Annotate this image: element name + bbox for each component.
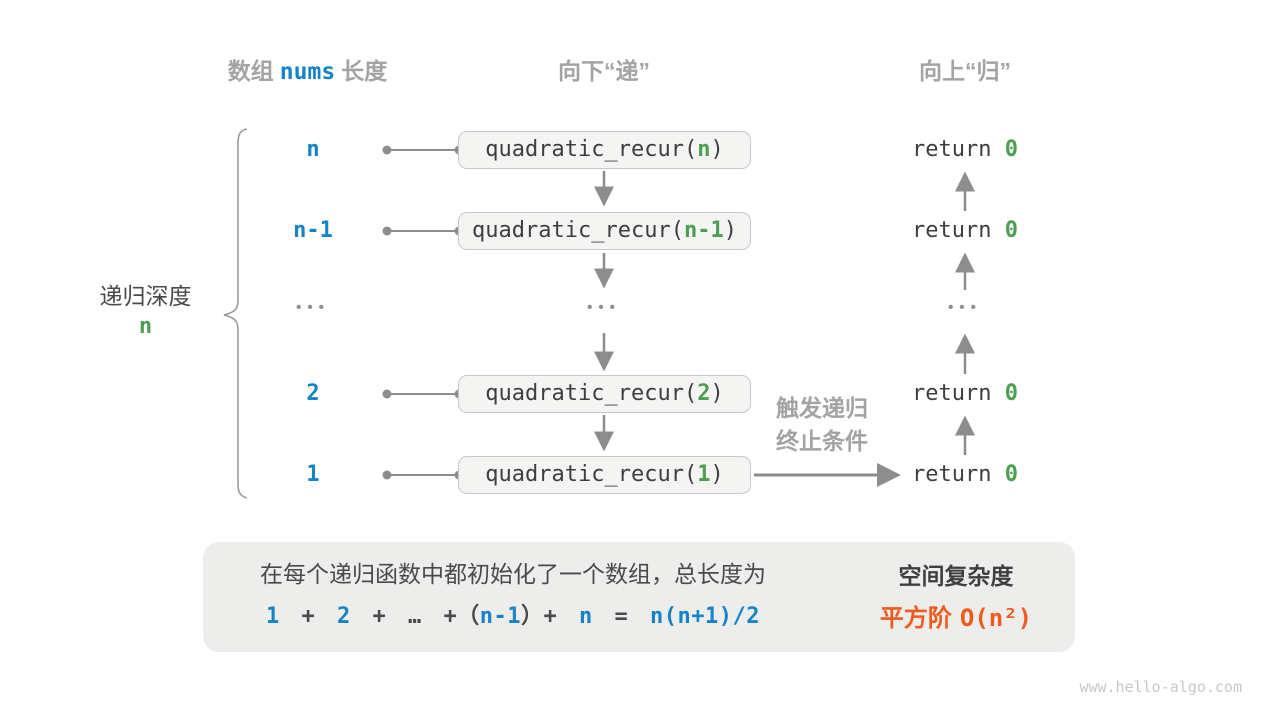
termination-note: 触发递归 终止条件 bbox=[761, 392, 883, 458]
recursion-depth-value: n bbox=[138, 314, 153, 339]
call-arg: 1 bbox=[697, 462, 711, 487]
call-open: quadratic_recur( bbox=[485, 462, 698, 487]
return-value: 0 bbox=[1004, 137, 1018, 162]
termination-note-line1: 触发递归 bbox=[776, 395, 868, 421]
header-return-up: 向上“归” bbox=[919, 58, 1011, 84]
call-close: ) bbox=[710, 462, 724, 487]
header-nums-code: nums bbox=[279, 59, 336, 85]
depth-label-1: 1 bbox=[306, 462, 320, 487]
formula-token: n bbox=[579, 604, 593, 629]
recursion-depth-title: 递归深度 bbox=[99, 283, 192, 309]
header-recurse-down: 向下“递” bbox=[558, 58, 650, 84]
depth-label-2: 2 bbox=[306, 381, 320, 406]
summary-panel: 在每个递归函数中都初始化了一个数组，总长度为 1 + 2 + … +（n-1）+… bbox=[203, 542, 1075, 652]
ellipsis-calls: ••• bbox=[587, 299, 621, 316]
call-arg: 2 bbox=[697, 381, 711, 406]
call-arg: n bbox=[697, 137, 711, 162]
call-arg: n-1 bbox=[683, 218, 724, 243]
call-box-n: quadratic_recur(n) bbox=[458, 131, 751, 169]
formula-token: n(n+1)/2 bbox=[650, 604, 760, 629]
return-keyword: return bbox=[912, 381, 1005, 406]
complexity-order-name: 平方阶 bbox=[879, 605, 952, 632]
ellipsis-depth: ••• bbox=[296, 299, 330, 316]
call-open: quadratic_recur( bbox=[472, 218, 684, 243]
formula-token: 1 bbox=[266, 604, 280, 629]
return-statement-5: return 0 bbox=[885, 460, 1045, 490]
return-value: 0 bbox=[1004, 462, 1018, 487]
space-complexity-title: 空间复杂度 bbox=[898, 563, 1014, 589]
call-box-n-1: quadratic_recur(n-1) bbox=[458, 212, 751, 250]
return-statement-2: return 0 bbox=[885, 216, 1045, 246]
header-array-length-pre: 数组 bbox=[227, 58, 274, 84]
recursion-depth-label: 递归深度 n bbox=[83, 281, 208, 343]
call-open: quadratic_recur( bbox=[485, 381, 698, 406]
summary-text: 在每个递归函数中都初始化了一个数组，总长度为 bbox=[260, 561, 766, 587]
return-statement-1: return 0 bbox=[885, 135, 1045, 165]
ellipsis-returns: ••• bbox=[948, 299, 982, 316]
formula-token: ）+ bbox=[521, 604, 579, 629]
formula-token: = bbox=[592, 604, 650, 629]
space-complexity-value: 平方阶 O(n²) bbox=[851, 602, 1061, 635]
formula-token: + bbox=[279, 604, 338, 629]
summary-formula: 1 + 2 + … +（n-1）+ n = n(n+1)/2 bbox=[223, 601, 803, 633]
return-keyword: return bbox=[912, 137, 1005, 162]
watermark: www.hello-algo.com bbox=[1079, 678, 1242, 696]
formula-token: n-1 bbox=[479, 604, 521, 629]
return-statement-4: return 0 bbox=[885, 379, 1045, 409]
depth-brace bbox=[223, 128, 248, 499]
depth-label-n: n bbox=[306, 137, 320, 162]
formula-token: 2 bbox=[337, 604, 351, 629]
call-box-1: quadratic_recur(1) bbox=[458, 456, 751, 494]
call-close: ) bbox=[723, 218, 737, 243]
call-open: quadratic_recur( bbox=[485, 137, 698, 162]
formula-token: + … +（ bbox=[350, 604, 480, 629]
header-array-length-post: 长度 bbox=[341, 58, 388, 84]
call-close: ) bbox=[710, 137, 724, 162]
termination-note-line2: 终止条件 bbox=[776, 428, 868, 454]
return-value: 0 bbox=[1004, 381, 1018, 406]
return-value: 0 bbox=[1004, 218, 1018, 243]
depth-connectors bbox=[382, 145, 464, 480]
return-keyword: return bbox=[912, 462, 1005, 487]
call-close: ) bbox=[710, 381, 724, 406]
depth-label-n-1: n-1 bbox=[293, 218, 333, 243]
call-box-2: quadratic_recur(2) bbox=[458, 375, 751, 413]
return-keyword: return bbox=[912, 218, 1005, 243]
big-o-notation: O(n²) bbox=[959, 604, 1033, 632]
